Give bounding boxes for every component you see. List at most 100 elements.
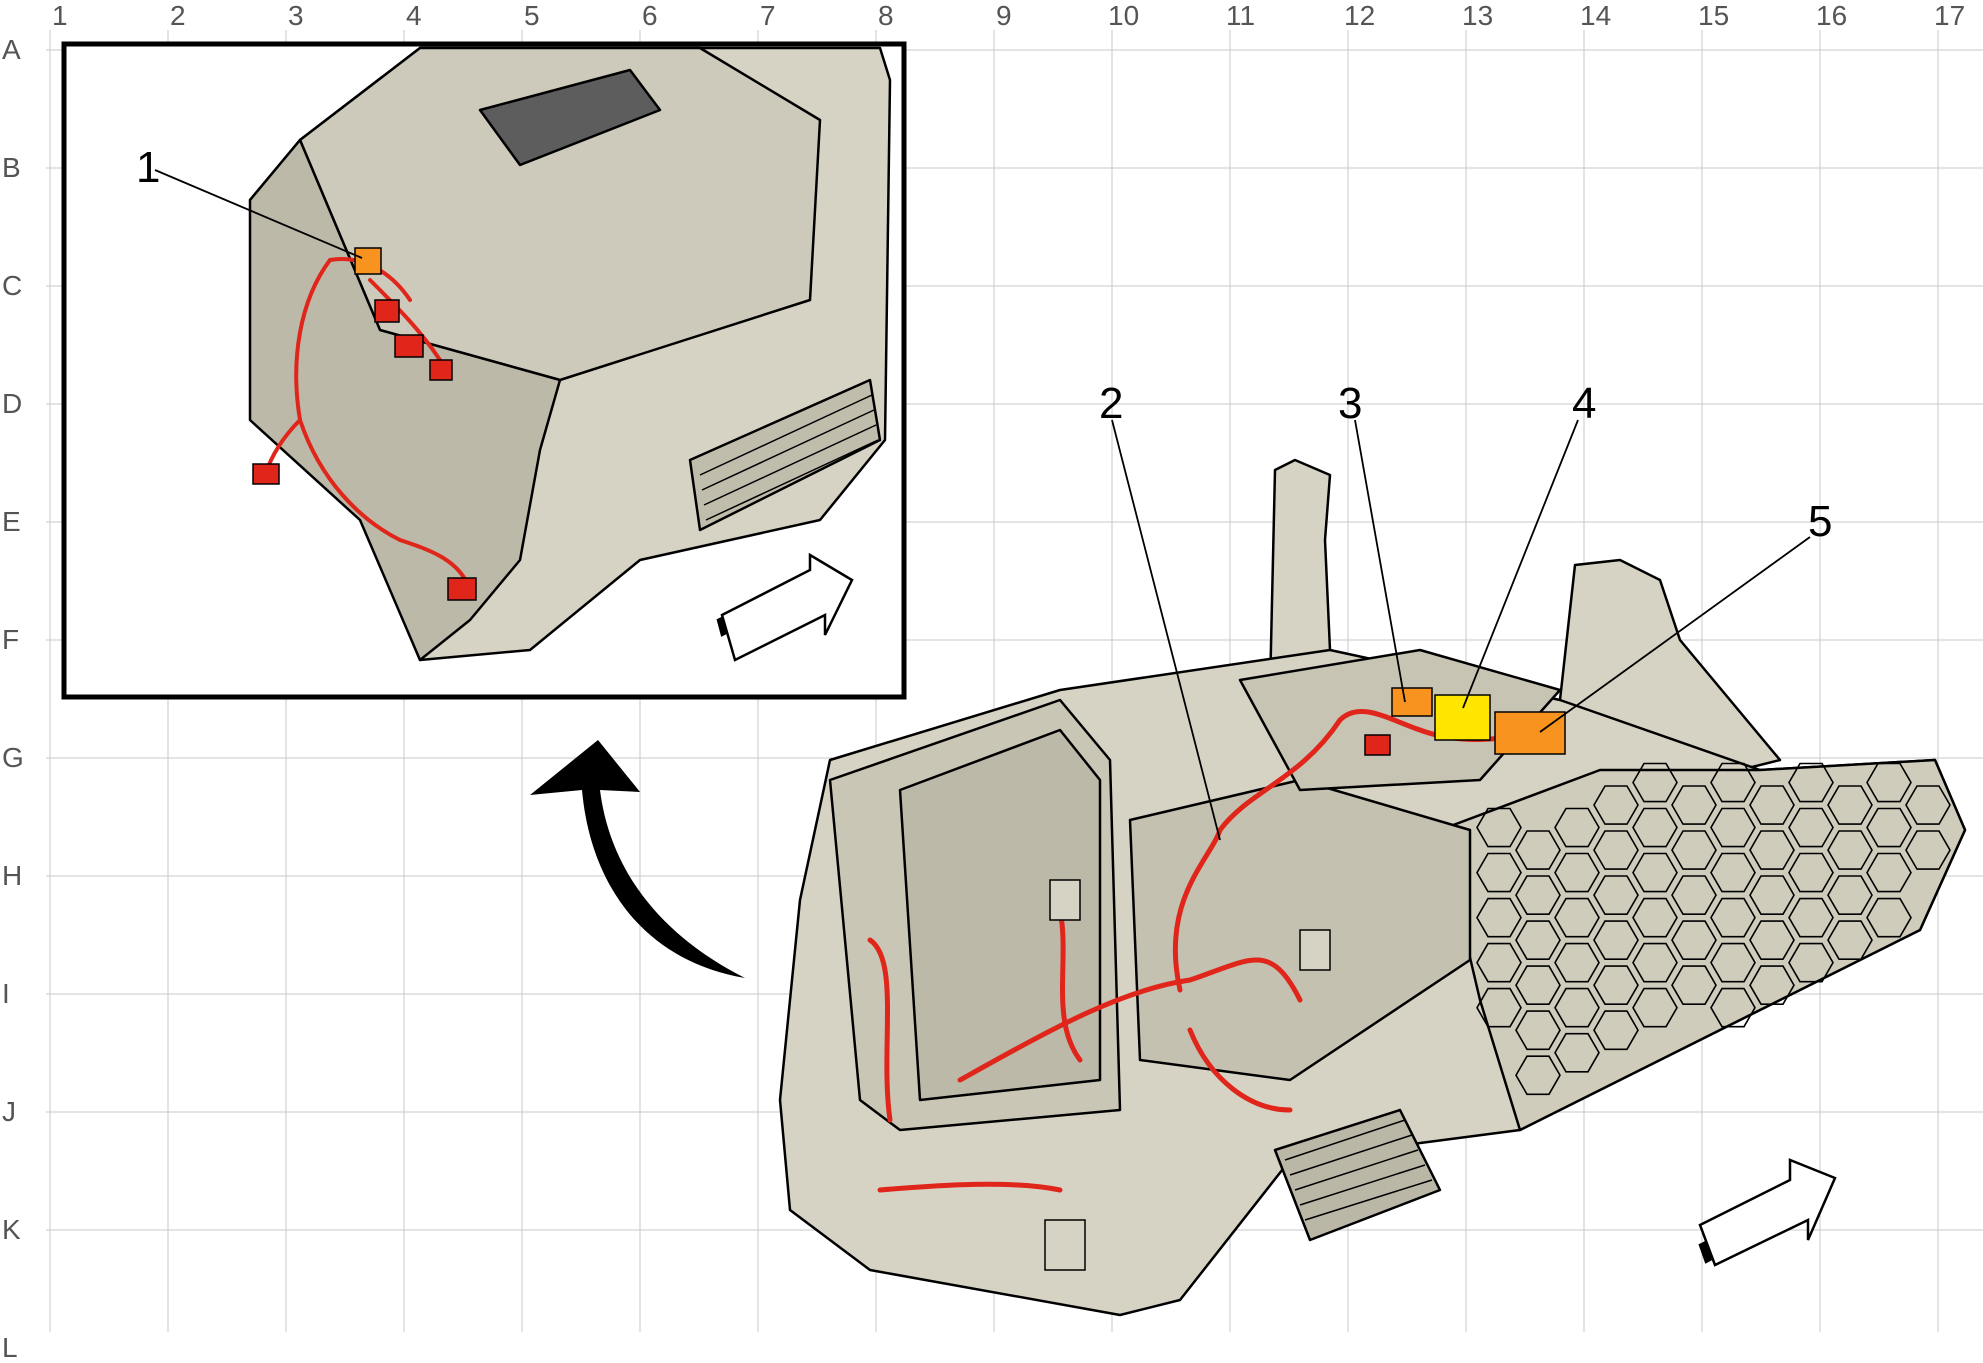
honeycomb-cell <box>1671 875 1717 916</box>
honeycomb-cell <box>1554 1032 1600 1073</box>
detail-view-artwork <box>248 46 892 662</box>
honeycomb-cell <box>1710 942 1756 983</box>
honeycomb-cell <box>1554 897 1600 938</box>
rear-vent <box>478 68 662 167</box>
honeycomb-cell <box>1476 852 1522 893</box>
grid-column-label: 1 <box>52 0 68 31</box>
honeycomb-cell <box>1710 807 1756 848</box>
grid-row-label: E <box>2 506 21 537</box>
grid-column-label: 2 <box>170 0 186 31</box>
grid-column-label: 9 <box>996 0 1012 31</box>
honeycomb-cell <box>1710 762 1756 803</box>
connector-1 <box>354 247 382 275</box>
forward-arrow-main <box>1698 1158 1837 1267</box>
honeycomb-cell <box>1788 762 1834 803</box>
honeycomb-cell <box>1866 897 1912 938</box>
grid-column-label: 10 <box>1108 0 1140 31</box>
center-console-assembly <box>778 458 1967 1317</box>
connector-3 <box>1391 687 1433 717</box>
honeycomb-cell <box>1632 852 1678 893</box>
bin-floor <box>898 728 1102 1102</box>
forward-arrow-inset <box>716 552 854 662</box>
honeycomb-cell <box>1905 830 1951 870</box>
callout-3: 3 <box>1338 379 1363 428</box>
grid-column-label: 7 <box>760 0 776 31</box>
grid-row-label: J <box>2 1096 16 1127</box>
honeycomb-cell <box>1827 830 1873 870</box>
honeycomb-cell <box>1632 762 1678 803</box>
honeycomb-cell <box>1749 920 1795 961</box>
callout-5: 5 <box>1808 497 1833 546</box>
grid-column-label: 16 <box>1816 0 1848 31</box>
honeycomb-cell <box>1788 942 1834 983</box>
grid-row-label: H <box>2 860 23 891</box>
grid-column-label: 14 <box>1580 0 1612 31</box>
grid-row-label: G <box>2 742 24 773</box>
honeycomb-cell <box>1671 920 1717 961</box>
honeycomb-cell <box>1593 920 1639 961</box>
honeycomb-cell <box>1632 897 1678 938</box>
grid-column-label: 4 <box>406 0 422 31</box>
grid-column-label: 3 <box>288 0 304 31</box>
grid-column-label: 6 <box>642 0 658 31</box>
honeycomb-cell <box>1749 830 1795 870</box>
honeycomb-cell <box>1476 807 1522 848</box>
callout-2: 2 <box>1099 379 1124 428</box>
harness-connectors-main <box>1044 687 1566 1271</box>
honeycomb-cell <box>1593 785 1639 825</box>
callout-4: 4 <box>1572 379 1597 428</box>
honeycomb-cell <box>1827 785 1873 825</box>
honeycomb-cell <box>1515 1055 1561 1096</box>
side-honeycomb-panel <box>1438 758 1967 1132</box>
honeycomb-cell <box>1593 1010 1639 1051</box>
front-vent-grille <box>1273 1108 1442 1242</box>
honeycomb-cell <box>1632 807 1678 848</box>
rear-face <box>248 138 562 662</box>
honeycomb-cell <box>1710 852 1756 893</box>
honeycomb-cell <box>1554 942 1600 983</box>
console-harness-illustration <box>46 30 1983 1332</box>
honeycomb-cell <box>1866 852 1912 893</box>
grid-column-label: 17 <box>1934 0 1966 31</box>
detail-connectors <box>252 247 477 601</box>
grid-row-label: K <box>2 1214 21 1245</box>
honeycomb-cell <box>1593 875 1639 916</box>
honeycomb-cell <box>1515 1010 1561 1051</box>
honeycomb-cell <box>1515 830 1561 870</box>
honeycomb-cell <box>1710 987 1756 1028</box>
honeycomb-cell <box>1671 830 1717 870</box>
honeycomb-cell <box>1827 875 1873 916</box>
honeycomb-cell <box>1632 987 1678 1028</box>
honeycomb-cell <box>1749 875 1795 916</box>
callout-1: 1 <box>136 143 161 192</box>
grid-row-label: C <box>2 270 23 301</box>
connector-4 <box>1434 694 1491 741</box>
grid-column-label: 5 <box>524 0 540 31</box>
grid-row-label: I <box>2 978 10 1009</box>
lower-vent-louver <box>688 378 882 532</box>
honeycomb-cell <box>1554 987 1600 1028</box>
honeycomb-cell <box>1515 875 1561 916</box>
grid-row-label: D <box>2 388 23 419</box>
honeycomb-cell <box>1866 762 1912 803</box>
honeycomb-cell <box>1788 807 1834 848</box>
honeycomb-cell <box>1476 987 1522 1028</box>
honeycomb-cell <box>1827 920 1873 961</box>
honeycomb-cell <box>1515 965 1561 1006</box>
honeycomb-cell <box>1593 965 1639 1006</box>
grid-column-label: 13 <box>1462 0 1494 31</box>
grid-column-label: 15 <box>1698 0 1730 31</box>
grid-row-label: F <box>2 624 20 655</box>
honeycomb-cell <box>1554 852 1600 893</box>
louver-slats <box>699 394 879 521</box>
honeycomb-cell <box>1593 830 1639 870</box>
grid-row-label: L <box>2 1332 18 1363</box>
honeycomb-cell <box>1476 942 1522 983</box>
honeycomb-cell <box>1632 942 1678 983</box>
honeycomb-cell <box>1788 897 1834 938</box>
honeycomb-cell <box>1710 897 1756 938</box>
grid-row-label: A <box>2 34 21 65</box>
grid-row-label: B <box>2 152 21 183</box>
honeycomb-cell <box>1671 785 1717 825</box>
